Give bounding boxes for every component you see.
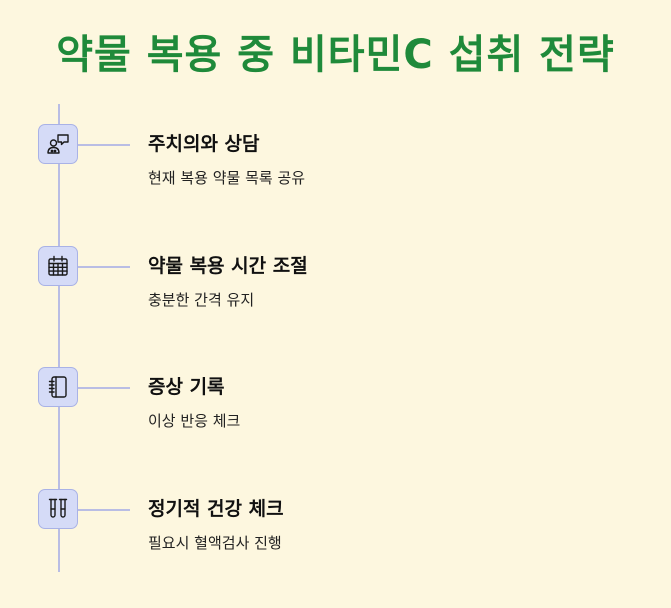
- step-consult-doctor: 주치의와 상담 현재 복용 약물 목록 공유: [0, 124, 671, 204]
- doctor-consult-icon: [38, 124, 78, 164]
- step-title: 정기적 건강 체크: [148, 498, 284, 520]
- step-title: 주치의와 상담: [148, 133, 260, 155]
- step-description: 이상 반응 체크: [148, 412, 241, 430]
- notebook-icon: [38, 367, 78, 407]
- step-connector: [72, 387, 130, 389]
- step-description: 현재 복용 약물 목록 공유: [148, 169, 306, 187]
- timeline-line: [58, 104, 60, 572]
- calendar-icon: [38, 246, 78, 286]
- step-record-symptoms: 증상 기록 이상 반응 체크: [0, 367, 671, 447]
- step-health-check: 정기적 건강 체크 필요시 혈액검사 진행: [0, 489, 671, 569]
- page-title: 약물 복용 중 비타민C 섭취 전략: [56, 32, 615, 78]
- step-title: 증상 기록: [148, 376, 225, 398]
- step-description: 충분한 간격 유지: [148, 291, 255, 309]
- step-connector: [72, 266, 130, 268]
- test-tubes-icon: [38, 489, 78, 529]
- step-adjust-schedule: 약물 복용 시간 조절 충분한 간격 유지: [0, 246, 671, 326]
- step-connector: [72, 509, 130, 511]
- step-title: 약물 복용 시간 조절: [148, 255, 308, 277]
- step-description: 필요시 혈액검사 진행: [148, 534, 282, 552]
- step-connector: [72, 144, 130, 146]
